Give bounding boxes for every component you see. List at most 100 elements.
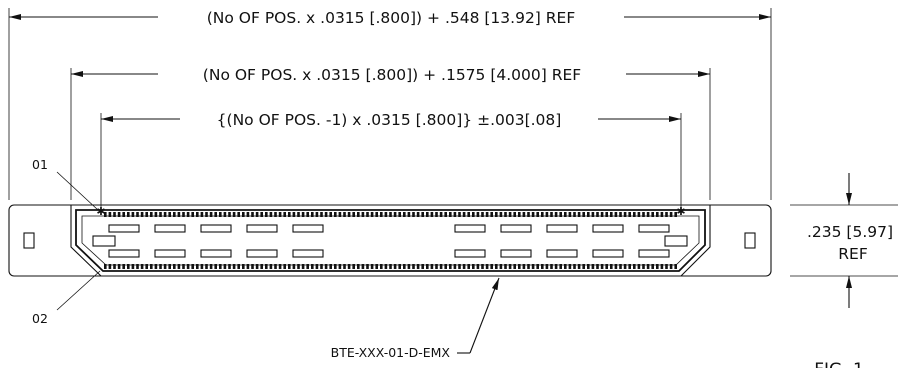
contact-pin-bottom bbox=[315, 264, 319, 269]
contact-pin-top bbox=[283, 212, 286, 217]
contact-pin-bottom bbox=[407, 264, 411, 269]
contact-pin-top bbox=[311, 212, 314, 217]
contact-pin-bottom bbox=[476, 264, 480, 269]
contact-pin-top bbox=[136, 212, 139, 217]
contact-pin-bottom bbox=[633, 264, 636, 269]
contact-pin-bottom bbox=[398, 264, 401, 269]
contact-pin-bottom bbox=[619, 264, 622, 269]
contact-pin-bottom bbox=[242, 264, 245, 269]
contact-pin-bottom bbox=[182, 264, 185, 269]
contact-pin-top bbox=[646, 212, 650, 217]
contact-pin-bottom bbox=[343, 264, 346, 269]
contact-pin-top bbox=[186, 212, 190, 217]
contact-pin-top bbox=[324, 212, 328, 217]
contact-pin-bottom bbox=[669, 264, 673, 269]
contact-pin-top bbox=[320, 212, 323, 217]
contact-pin-bottom bbox=[131, 264, 135, 269]
contact-pin-top bbox=[467, 212, 470, 217]
contact-pin-top bbox=[370, 212, 374, 217]
contact-pin-bottom bbox=[311, 264, 314, 269]
contact-pin-top bbox=[108, 212, 112, 217]
contact-pin-top bbox=[600, 212, 604, 217]
contact-pin-top bbox=[278, 212, 282, 217]
contact-pin-bottom bbox=[439, 264, 443, 269]
pin-1-marker-left: ✱ bbox=[96, 205, 105, 218]
contact-pin-top bbox=[173, 212, 176, 217]
contact-pin-top bbox=[150, 212, 153, 217]
contact-pin-top bbox=[508, 212, 512, 217]
contact-pin-bottom bbox=[269, 264, 273, 269]
contact-pin-bottom bbox=[283, 264, 286, 269]
contact-pin-bottom bbox=[435, 264, 438, 269]
contact-pin-bottom bbox=[320, 264, 323, 269]
contact-pin-bottom bbox=[577, 264, 581, 269]
contact-pin-bottom bbox=[472, 264, 475, 269]
contact-pin-bottom bbox=[380, 264, 383, 269]
contact-pin-top bbox=[407, 212, 411, 217]
contact-pin-top bbox=[191, 212, 194, 217]
housing-cavity bbox=[81, 215, 700, 266]
contact-pin-top bbox=[292, 212, 296, 217]
contact-pin-bottom bbox=[265, 264, 268, 269]
contact-pin-top bbox=[656, 212, 659, 217]
contact-row-top bbox=[104, 212, 677, 217]
contact-pin-top bbox=[384, 212, 388, 217]
contact-pin-bottom bbox=[214, 264, 217, 269]
internal-slots bbox=[92, 224, 688, 258]
contact-pin-bottom bbox=[490, 264, 493, 269]
contact-pin-top bbox=[122, 212, 125, 217]
pin-01-callout: 01 bbox=[32, 157, 48, 172]
contact-pin-top bbox=[361, 212, 365, 217]
contact-pin-bottom bbox=[403, 264, 406, 269]
connector-body: ✱ ✱ bbox=[8, 204, 772, 277]
contact-pin-bottom bbox=[495, 264, 498, 269]
contact-pin-bottom bbox=[370, 264, 374, 269]
contact-pin-top bbox=[104, 212, 107, 217]
contact-pin-top bbox=[554, 212, 558, 217]
contact-pin-bottom bbox=[205, 264, 208, 269]
contact-pin-bottom bbox=[559, 264, 562, 269]
contact-pin-bottom bbox=[444, 264, 447, 269]
contact-pin-top bbox=[522, 212, 526, 217]
contact-pin-bottom bbox=[674, 264, 677, 269]
contact-pin-top bbox=[453, 212, 457, 217]
contact-pin-top bbox=[214, 212, 217, 217]
contact-pin-bottom bbox=[605, 264, 608, 269]
contact-pin-top bbox=[375, 212, 378, 217]
contact-pin-bottom bbox=[223, 264, 227, 269]
contact-pin-top bbox=[619, 212, 622, 217]
contact-pin-top bbox=[499, 212, 503, 217]
contact-pin-bottom bbox=[127, 264, 130, 269]
contact-pin-top bbox=[343, 212, 346, 217]
contact-pin-top bbox=[495, 212, 498, 217]
contact-pin-bottom bbox=[228, 264, 231, 269]
dimension-housing: (No OF POS. x .0315 [.800]) + .1575 [4.0… bbox=[71, 66, 710, 84]
contact-pin-top bbox=[196, 212, 199, 217]
contact-pin-top bbox=[260, 212, 263, 217]
contact-pin-bottom bbox=[191, 264, 194, 269]
right-mounting-hole bbox=[744, 232, 756, 249]
contact-pin-top bbox=[642, 212, 645, 217]
contact-pin-bottom bbox=[513, 264, 516, 269]
contact-pin-bottom bbox=[140, 264, 144, 269]
contact-pin-top bbox=[513, 212, 516, 217]
contact-pin-bottom bbox=[329, 264, 332, 269]
contact-pin-top bbox=[449, 212, 452, 217]
contact-pin-top bbox=[398, 212, 401, 217]
contact-pin-top bbox=[315, 212, 319, 217]
contact-pin-top bbox=[444, 212, 447, 217]
contact-pin-bottom bbox=[297, 264, 300, 269]
contact-pin-top bbox=[421, 212, 424, 217]
contact-pin-top bbox=[200, 212, 204, 217]
contact-pin-top bbox=[564, 212, 567, 217]
contact-pin-bottom bbox=[582, 264, 585, 269]
contact-pin-bottom bbox=[545, 264, 549, 269]
contact-pin-bottom bbox=[163, 264, 167, 269]
contact-pin-bottom bbox=[637, 264, 641, 269]
contact-pin-bottom bbox=[518, 264, 521, 269]
contact-pin-top bbox=[426, 212, 429, 217]
contact-pin-bottom bbox=[159, 264, 162, 269]
contact-pin-bottom bbox=[255, 264, 259, 269]
dimension-height: .235 [5.97] REF bbox=[807, 173, 893, 308]
contact-pin-top bbox=[605, 212, 608, 217]
